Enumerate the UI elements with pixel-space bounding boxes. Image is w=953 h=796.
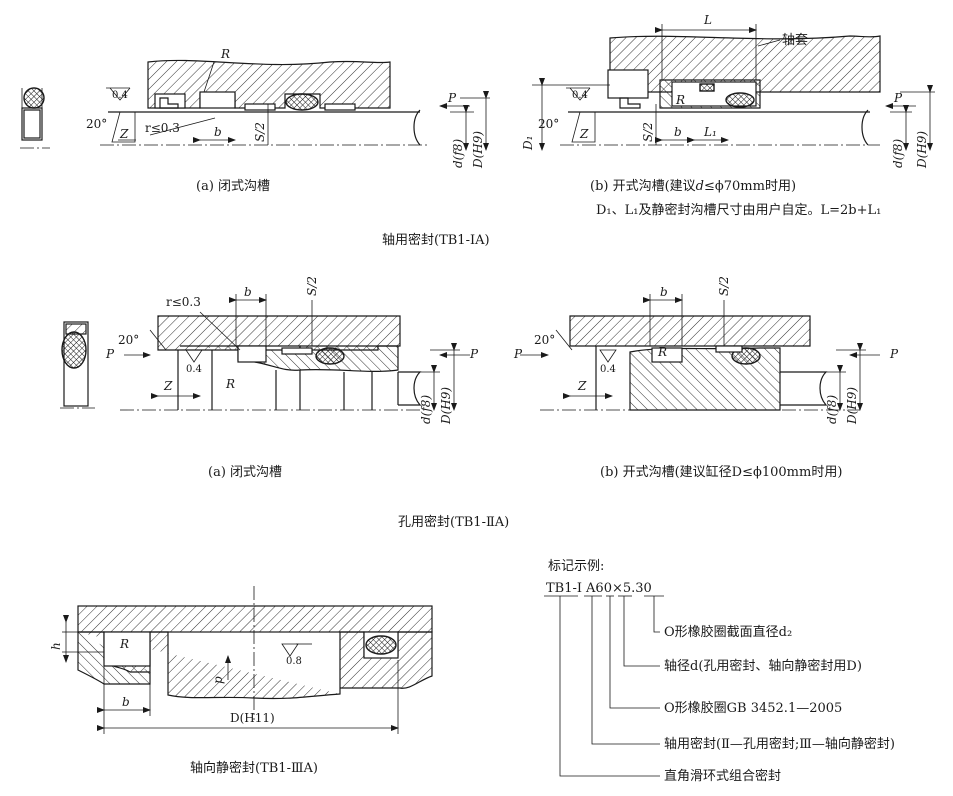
bore-b-label-P-left: P <box>513 347 523 361</box>
shaft-closed-groove-caption: (a) 闭式沟槽 <box>196 179 270 194</box>
axial-label-b: b <box>122 695 130 709</box>
shaft-b-label-D: D(H9) <box>915 131 929 169</box>
shaft-seal-open-groove-figure <box>532 24 935 151</box>
shaft-a-label-P: P <box>447 91 457 105</box>
axial-seal-title: 轴向静密封(TB1-ⅢA) <box>190 760 318 776</box>
bore-seal-open-groove-figure <box>520 294 880 411</box>
bore-a-label-d: d(f8) <box>419 395 433 424</box>
bore-a-label-R: R <box>225 377 235 391</box>
axial-label-h: h <box>49 642 63 650</box>
shaft-b-label-d: d(f8) <box>891 139 905 168</box>
marking-item-diameter: 轴径d(孔用密封、轴向静密封用D) <box>664 658 862 674</box>
shaft-a-roughness: 0.4 <box>112 90 128 101</box>
shaft-b-roughness: 0.4 <box>572 90 588 101</box>
shaft-b-label-b: b <box>674 125 682 139</box>
shaft-open-groove-caption: (b) 开式沟槽(建议d≤ϕ70mm时用) <box>590 179 796 194</box>
shaft-b-label-L: L <box>703 13 712 27</box>
shaft-a-fillet: r≤0.3 <box>145 121 180 135</box>
axial-label-R: R <box>119 637 129 651</box>
bore-b-label-R: R <box>657 345 667 359</box>
bore-b-label-d: d(f8) <box>825 395 839 424</box>
bore-a-label-P-left: P <box>105 347 115 361</box>
axial-static-seal-figure <box>62 586 433 734</box>
shaft-a-angle: 20° <box>86 117 107 131</box>
shaft-b-label-R: R <box>675 93 685 107</box>
bore-a-label-S2: S/2 <box>305 276 319 296</box>
marking-example <box>544 595 664 777</box>
shaft-open-groove-note: D₁、L₁及静密封沟槽尺寸由用户自定。L=2b+L₁ <box>596 202 881 218</box>
bore-open-groove-caption: (b) 开式沟槽(建议缸径D≤ϕ100mm时用) <box>600 464 842 480</box>
bore-a-label-b: b <box>244 285 252 299</box>
shaft-a-label-b: b <box>214 125 222 139</box>
shaft-a-label-D: D(H9) <box>471 131 485 169</box>
bore-a-label-P-right: P <box>469 347 479 361</box>
shaft-b-label-P: P <box>893 91 903 105</box>
bore-ring-profile-icon <box>60 321 95 409</box>
shaft-b-label-Z: Z <box>579 127 589 141</box>
shaft-b-label-L1: L₁ <box>703 125 717 139</box>
shaft-b-angle: 20° <box>538 117 559 131</box>
marking-item-cross-section: O形橡胶圈截面直径d₂ <box>664 624 792 640</box>
bore-a-roughness: 0.4 <box>186 364 202 375</box>
bore-seal-title: 孔用密封(TB1-ⅡA) <box>398 514 509 530</box>
bore-a-fillet: r≤0.3 <box>166 295 201 309</box>
bore-seal-closed-groove-figure <box>60 294 470 411</box>
shaft-b-label-D1: D₁ <box>521 136 535 151</box>
axial-roughness: 0.8 <box>286 656 302 667</box>
bore-b-label-b: b <box>660 285 668 299</box>
axial-label-D: D(H11) <box>230 711 275 725</box>
bore-a-label-D: D(H9) <box>439 387 453 425</box>
shaft-seal-closed-groove-figure <box>20 59 490 151</box>
shaft-a-label-Z: Z <box>119 127 129 141</box>
bore-b-label-S2: S/2 <box>717 276 731 296</box>
bore-b-label-D: D(H9) <box>845 387 859 425</box>
shaft-b-sleeve-label: 轴套 <box>782 32 808 48</box>
shaft-a-label-S2: S/2 <box>253 122 267 142</box>
marking-item-oring-standard: O形橡胶圈GB 3452.1—2005 <box>664 700 842 716</box>
bore-b-roughness: 0.4 <box>600 364 616 375</box>
bore-a-label-Z: Z <box>163 379 173 393</box>
axial-label-p: p <box>211 676 225 684</box>
marking-heading: 标记示例: <box>548 559 604 574</box>
seal-ring-profile-icon <box>20 87 50 149</box>
bore-b-label-Z: Z <box>577 379 587 393</box>
shaft-a-label-d: d(f8) <box>451 139 465 168</box>
marking-item-seal-type: 轴用密封(Ⅱ—孔用密封;Ⅲ—轴向静密封) <box>664 736 895 752</box>
bore-closed-groove-caption: (a) 闭式沟槽 <box>208 465 282 480</box>
shaft-seal-title: 轴用密封(TB1-ⅠA) <box>382 232 490 248</box>
bore-b-angle: 20° <box>534 333 555 347</box>
bore-b-label-P-right: P <box>889 347 899 361</box>
shaft-b-label-S2: S/2 <box>641 122 655 142</box>
marking-item-seal-family: 直角滑环式组合密封 <box>664 768 781 784</box>
bore-a-angle: 20° <box>118 333 139 347</box>
shaft-a-label-R: R <box>220 47 230 61</box>
